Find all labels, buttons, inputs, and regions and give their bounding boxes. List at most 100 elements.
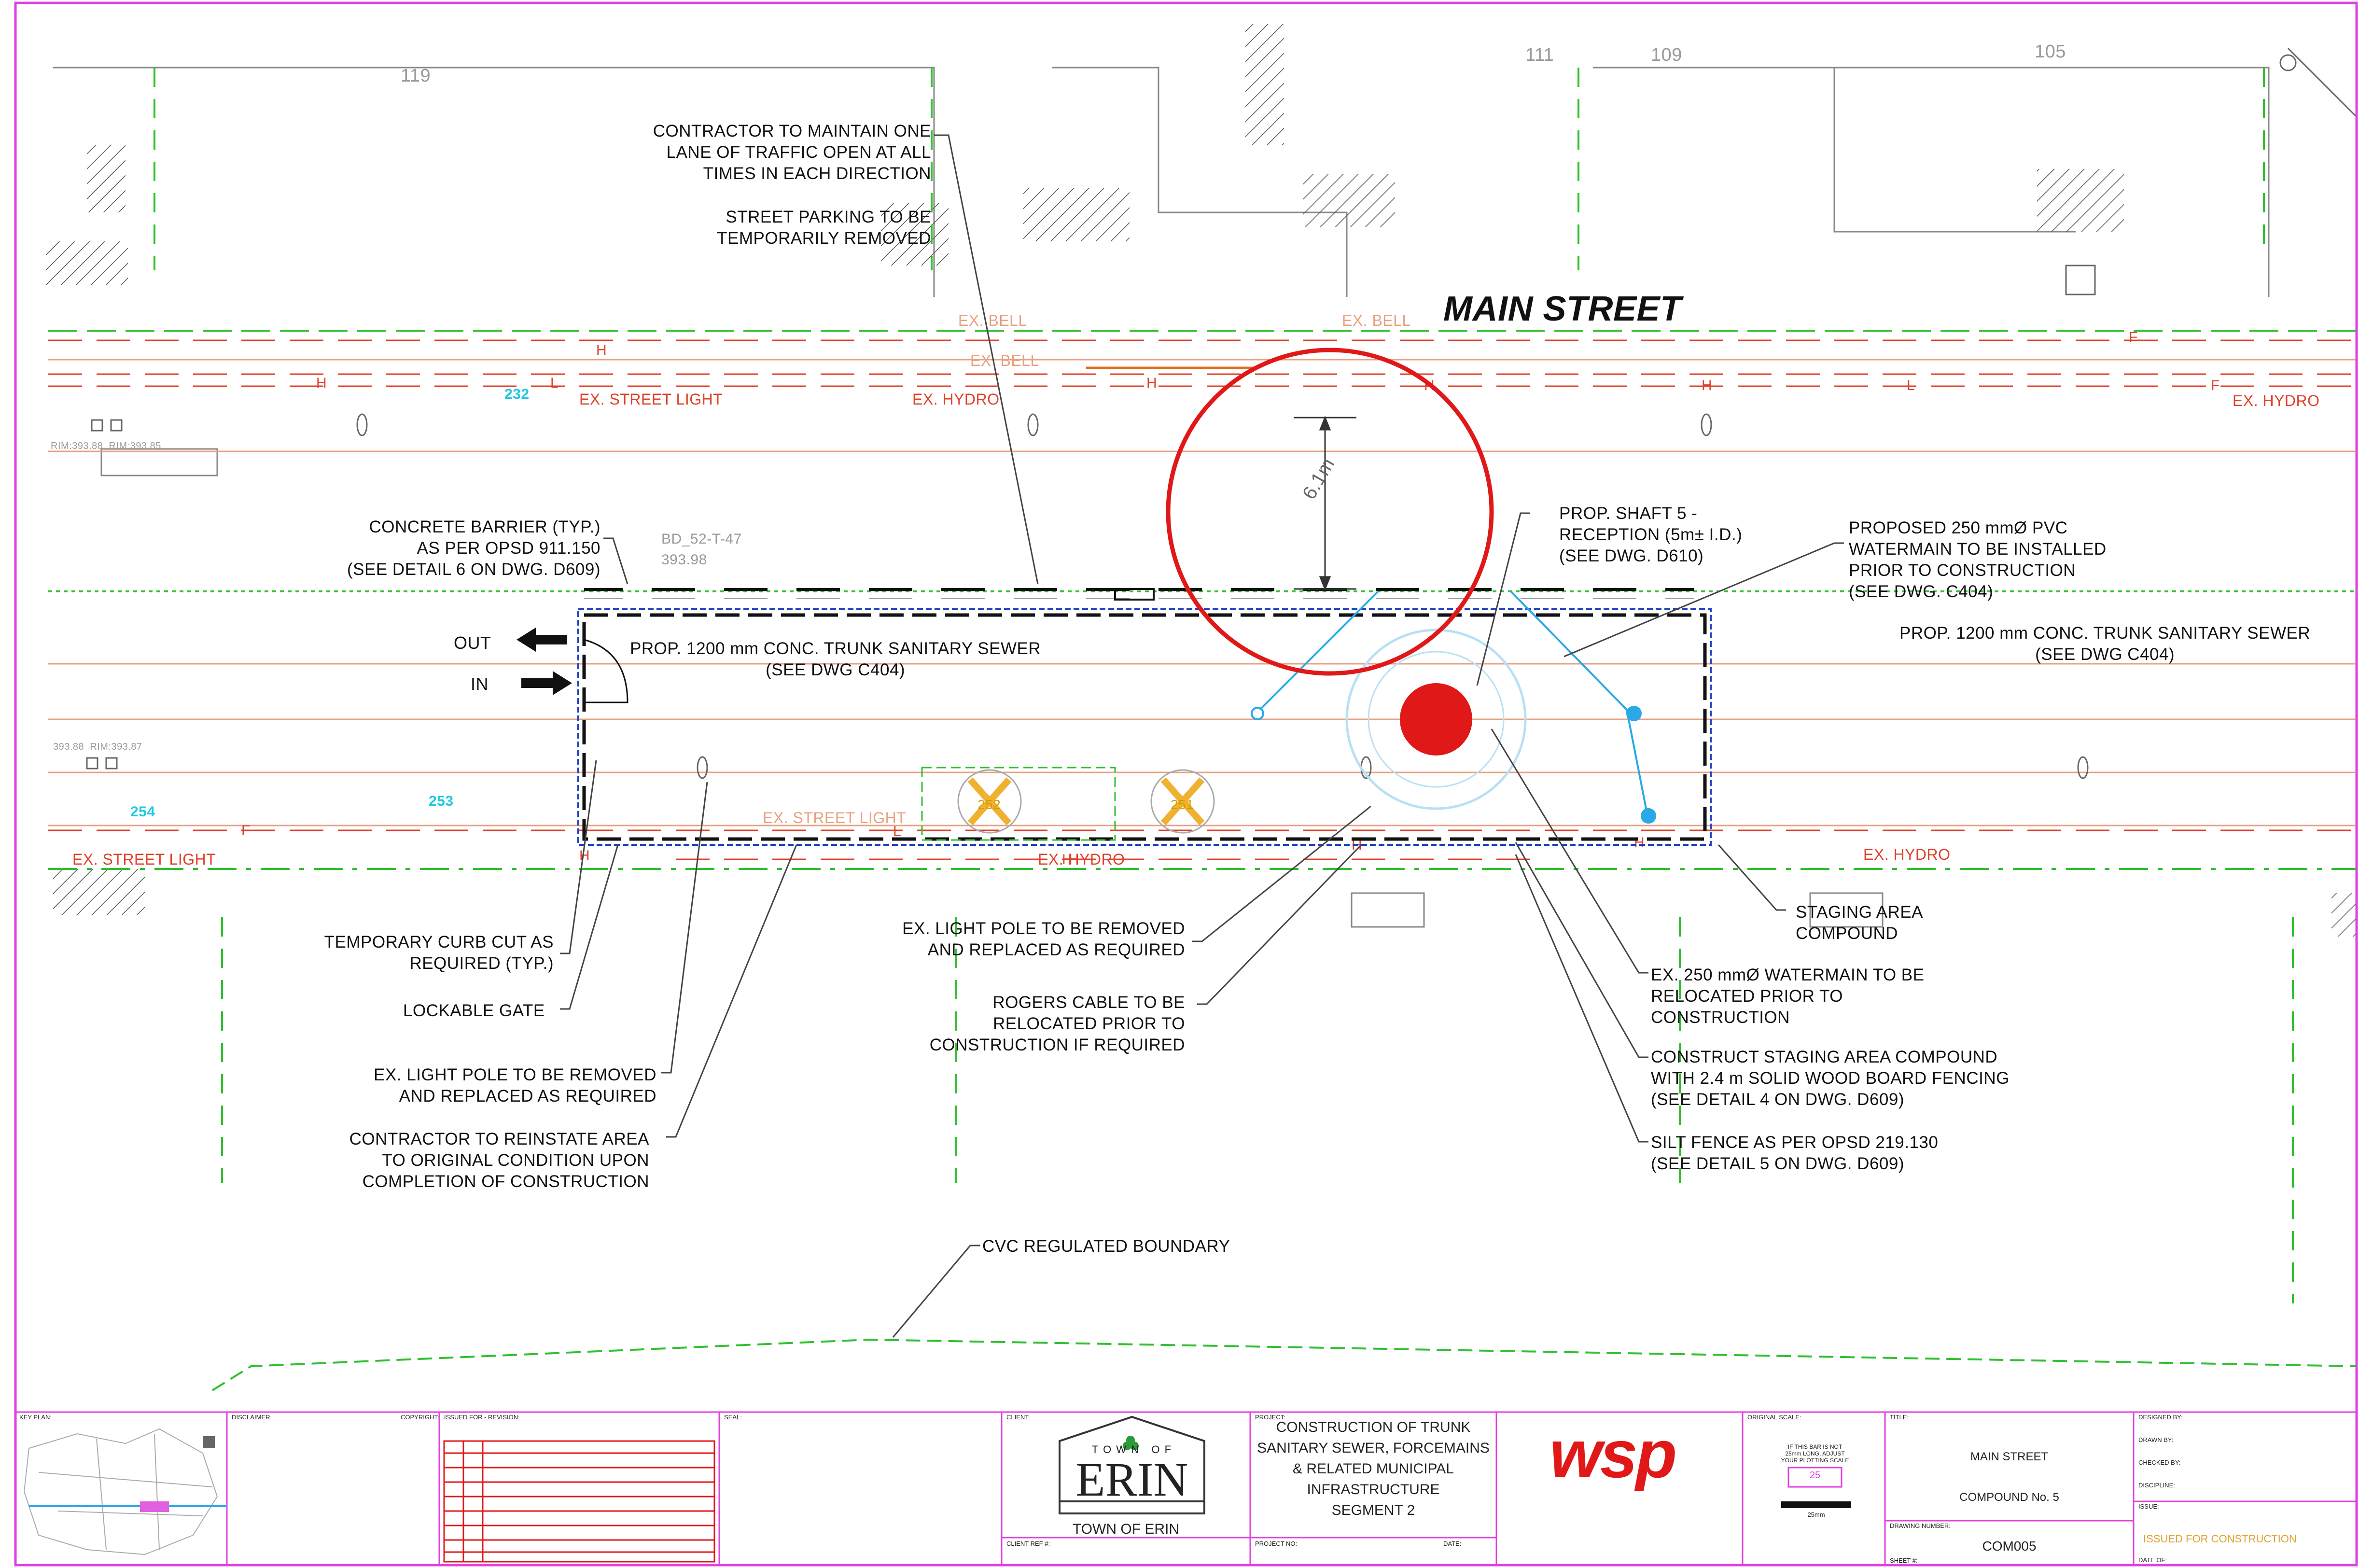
erin-logo	[1059, 1415, 1205, 1514]
existing-manholes	[957, 769, 1215, 834]
note-traffic: CONTRACTOR TO MAINTAIN ONE LANE OF TRAFF…	[653, 122, 931, 183]
svg-text:H: H	[1634, 835, 1645, 851]
svg-text:H: H	[316, 375, 327, 391]
label-ex-hydro-2: EX. HYDRO	[2233, 392, 2320, 409]
rim-elevations-top: RIM:393.88 RIM:393.85	[51, 441, 161, 451]
small-symbols	[86, 47, 2357, 770]
tb-title-compound: COMPOUND No. 5	[1959, 1491, 2059, 1504]
leader-lines	[560, 134, 1844, 1338]
note-cvc-boundary: CVC REGULATED BOUNDARY	[982, 1237, 1230, 1256]
tb-town-of: T O W N O F	[1091, 1443, 1173, 1456]
tb-scale-unit: 25mm	[1807, 1511, 1825, 1518]
note-silt-fence: SILT FENCE AS PER OPSD 219.130 (SEE DETA…	[1651, 1133, 1939, 1173]
note-reinstate: CONTRACTOR TO REINSTATE AREA TO ORIGINAL…	[349, 1130, 649, 1191]
label-ex-street-light-3: EX. STREET LIGHT	[72, 851, 216, 868]
svg-text:L: L	[550, 375, 558, 391]
building-outlines	[53, 67, 2270, 928]
light-poles	[356, 413, 2089, 779]
title-block-frame	[15, 1411, 2357, 1565]
note-lockable-gate: LOCKABLE GATE	[403, 1001, 545, 1020]
label-ex-street-light-2: EX. STREET LIGHT	[763, 809, 907, 826]
tb-client-ref: CLIENT REF #:	[1006, 1540, 1050, 1547]
tb-project-title: CONSTRUCTION OF TRUNK SANITARY SEWER, FO…	[1257, 1419, 1490, 1518]
note-light-pole-left: EX. LIGHT POLE TO BE REMOVED AND REPLACE…	[374, 1065, 656, 1106]
scale-bar	[1781, 1467, 1851, 1508]
wsp-logo: wsp	[1549, 1416, 1675, 1492]
label-ex-bell-1: EX. BELL	[958, 312, 1027, 329]
sheet-border	[14, 1, 2358, 1567]
tb-title-main-street: MAIN STREET	[1970, 1450, 2049, 1463]
review-callout-circle	[1166, 348, 1494, 676]
tb-project: PROJECT:	[1255, 1414, 1285, 1421]
benchmark-label: BD_52-T-47	[661, 531, 742, 547]
tb-drawn-by: DRAWN BY:	[2138, 1436, 2174, 1443]
tb-drawing-number: COM005	[1982, 1539, 2037, 1554]
tb-date: DATE:	[1443, 1540, 1462, 1547]
svg-text:H: H	[1062, 852, 1073, 868]
label-ex-hydro-4: EX. HYDRO	[1038, 851, 1125, 868]
note-sewer-right: PROP. 1200 mm CONC. TRUNK SANITARY SEWER…	[1899, 624, 2311, 664]
dimension-line	[1294, 415, 1356, 591]
tb-erin: ERIN	[1075, 1453, 1188, 1506]
note-sewer-left: PROP. 1200 mm CONC. TRUNK SANITARY SEWER…	[630, 639, 1041, 679]
lot-number-111: 111	[1525, 45, 1554, 65]
station-251: 251	[1171, 797, 1194, 812]
tb-issue-status: ISSUED FOR CONSTRUCTION	[2143, 1533, 2297, 1545]
tb-discipline: DISCIPLINE:	[2138, 1482, 2175, 1489]
hatched-walls	[46, 24, 2356, 937]
label-ex-street-light-1: EX. STREET LIGHT	[579, 391, 723, 408]
staging-compound	[577, 608, 1712, 846]
rim-elevations-bottom: 393.88 RIM:393.87	[53, 742, 142, 752]
lot-number-119: 119	[401, 66, 431, 86]
label-ex-bell-3: EX. BELL	[970, 352, 1039, 369]
tb-issue: ISSUE:	[2138, 1503, 2159, 1510]
shaft-and-watermain	[1251, 590, 1656, 824]
note-light-pole-mid: EX. LIGHT POLE TO BE REMOVED AND REPLACE…	[902, 919, 1185, 959]
svg-text:H: H	[1702, 378, 1712, 393]
shamrock-icon	[1123, 1436, 1139, 1450]
note-barrier: CONCRETE BARRIER (TYP.) AS PER OPSD 911.…	[347, 518, 600, 579]
label-ex-hydro-3: EX. HYDRO	[1863, 846, 1951, 863]
in-label: IN	[471, 674, 489, 694]
note-staging: STAGING AREA COMPOUND	[1796, 903, 1924, 943]
note-curb-cut: TEMPORARY CURB CUT AS REQUIRED (TYP.)	[324, 933, 554, 973]
note-compound: CONSTRUCT STAGING AREA COMPOUND WITH 2.4…	[1651, 1048, 2010, 1109]
street-name: MAIN STREET	[1443, 290, 1682, 328]
tb-project-no: PROJECT NO:	[1255, 1540, 1298, 1547]
proposed-shaft-marker	[1400, 683, 1472, 756]
tb-copyright: COPYRIGHT:	[401, 1414, 439, 1421]
svg-text:H: H	[1146, 375, 1157, 391]
svg-text:H: H	[596, 342, 607, 358]
tb-date-of: DATE OF:	[2138, 1556, 2167, 1564]
lot-number-105: 105	[2035, 42, 2066, 62]
traffic-arrows	[516, 628, 628, 703]
tb-disclaimer: DISCLAIMER:	[232, 1414, 272, 1421]
revision-table	[443, 1440, 715, 1563]
tb-scale-note: IF THIS BAR IS NOT 25mm LONG, ADJUST YOU…	[1781, 1443, 1849, 1464]
svg-text:F: F	[2129, 329, 2137, 345]
tb-client: CLIENT:	[1006, 1414, 1030, 1421]
tb-issued-for-revision: ISSUED FOR - REVISION:	[444, 1414, 520, 1421]
key-plan-map	[23, 1428, 227, 1555]
tb-sheet-label: SHEET #:	[1890, 1557, 1918, 1564]
svg-text:F: F	[2211, 378, 2219, 393]
station-253: 253	[429, 793, 454, 809]
svg-text:L: L	[893, 824, 901, 840]
tb-key-plan: KEY PLAN:	[19, 1414, 52, 1421]
station-252: 252	[977, 797, 1001, 812]
tb-designed-by: DESIGNED BY:	[2138, 1414, 2183, 1421]
svg-text:F: F	[241, 823, 250, 839]
note-shaft: PROP. SHAFT 5 - RECEPTION (5m± I.D.) (SE…	[1559, 504, 1743, 565]
note-rogers: ROGERS CABLE TO BE RELOCATED PRIOR TO CO…	[929, 993, 1185, 1054]
label-ex-hydro-1: EX. HYDRO	[912, 391, 1000, 408]
tb-seal: SEAL:	[724, 1414, 742, 1421]
svg-text:L: L	[1907, 378, 1915, 393]
tb-title-label: TITLE:	[1890, 1414, 1909, 1421]
benchmark-elevation: 393.98	[661, 552, 707, 568]
out-label: OUT	[454, 633, 491, 653]
tb-town-of-erin: TOWN OF ERIN	[1072, 1521, 1180, 1537]
tb-scale-value: 25	[1809, 1470, 1821, 1481]
note-parking: STREET PARKING TO BE TEMPORARILY REMOVED	[717, 208, 931, 248]
station-254: 254	[130, 804, 155, 820]
